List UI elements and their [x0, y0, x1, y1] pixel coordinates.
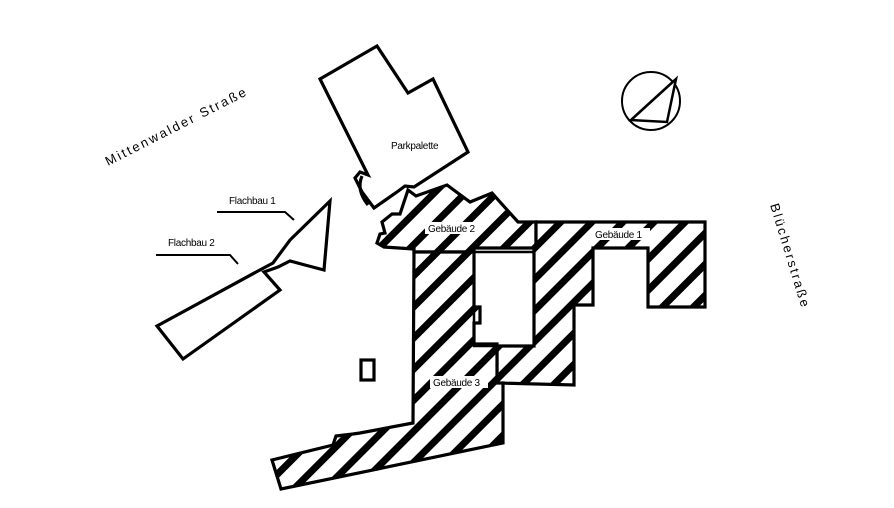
flachbau: Flachbau 1 Flachbau 2 [154, 196, 332, 362]
north-arrow-icon [621, 71, 681, 131]
label-flachbau-2: Flachbau 2 [168, 238, 215, 249]
inner-courtyard [472, 250, 536, 348]
gebaeude-2: Gebäude 2 [375, 183, 538, 254]
label-gebaeude-1: Gebäude 1 [595, 230, 643, 241]
label-gebaeude-3: Gebäude 3 [433, 378, 481, 389]
parkpalette: Parkpalette [317, 43, 471, 211]
label-gebaeude-2: Gebäude 2 [428, 224, 476, 235]
label-flachbau-1: Flachbau 1 [229, 196, 276, 207]
street-mittenwalder: Mittenwalder Straße [103, 84, 251, 169]
gebaeude-3: Gebäude 3 [269, 250, 505, 491]
label-parkpalette: Parkpalette [391, 141, 439, 152]
small-structure [359, 358, 376, 382]
street-bluecher: Blücherstraße [767, 201, 813, 310]
